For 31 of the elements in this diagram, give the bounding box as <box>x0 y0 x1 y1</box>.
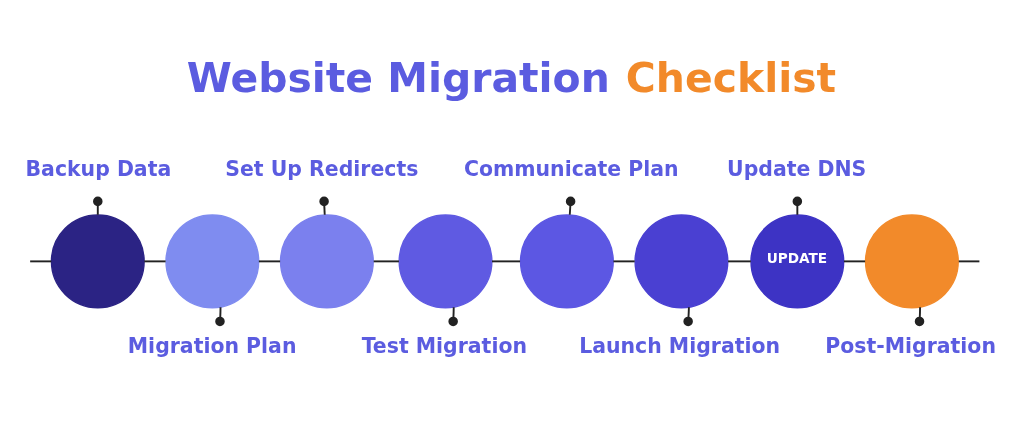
node-text: Post-Migration <box>825 333 996 358</box>
connector <box>143 259 167 262</box>
node-circle: UPDATE <box>750 213 845 308</box>
connector <box>683 305 693 326</box>
connector <box>565 196 576 216</box>
node-text: Communicate Plan <box>463 156 679 181</box>
connector <box>372 259 400 262</box>
connector <box>792 196 803 216</box>
connector <box>842 259 867 262</box>
connector <box>257 259 282 262</box>
connector <box>612 259 636 262</box>
connector <box>957 259 981 262</box>
node-circle <box>398 213 493 308</box>
node-circle <box>864 213 959 308</box>
node-text: Migration Plan <box>127 333 297 358</box>
connector <box>914 305 925 326</box>
node-text: Test Migration <box>361 333 528 358</box>
node-circle <box>165 213 260 308</box>
node-circle <box>50 213 145 308</box>
diagram-title: Website Migration Checklist <box>186 53 837 102</box>
node-text: Set Up Redirects <box>225 156 419 181</box>
node-circle <box>279 213 374 308</box>
connector <box>491 259 522 262</box>
node-circle <box>519 213 614 308</box>
connector <box>29 259 53 262</box>
node-text: Update DNS <box>727 156 867 181</box>
node-text: Backup Data <box>25 156 172 181</box>
node-circle <box>634 213 729 308</box>
connector <box>727 259 752 262</box>
node-text: Launch Migration <box>579 333 781 358</box>
connector <box>93 196 103 216</box>
